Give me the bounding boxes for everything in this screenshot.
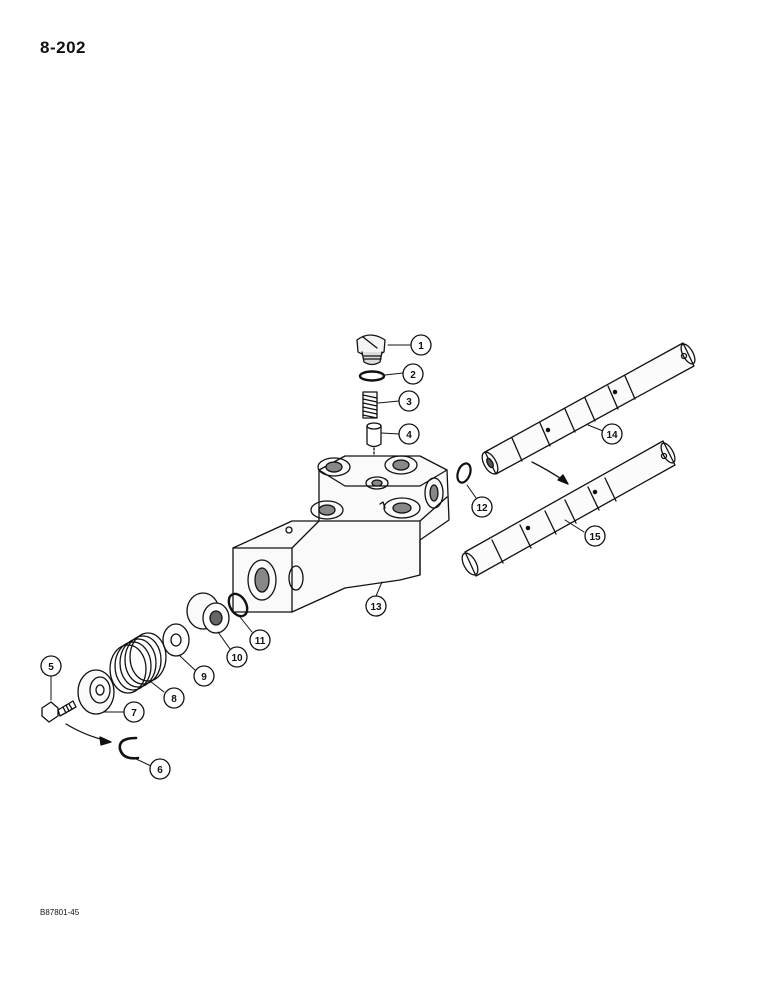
callout-label: 12 (476, 503, 488, 514)
spacer-collar-part (186, 592, 230, 634)
callout-8: 8 (163, 687, 185, 709)
callout-label: 9 (201, 672, 207, 683)
callout-label: 8 (171, 694, 177, 705)
callout-label: 15 (589, 532, 601, 543)
o-ring-part (358, 370, 386, 382)
figure-code: B87801-45 (40, 908, 80, 917)
washer-part (162, 623, 190, 657)
callout-7: 7 (123, 701, 145, 723)
return-spring-part (109, 632, 167, 694)
spring-seat-part (77, 669, 115, 715)
callout-label: 4 (406, 430, 412, 441)
callout-15: 15 (584, 525, 606, 547)
callout-13: 13 (365, 595, 387, 617)
retaining-ring-part (118, 736, 140, 760)
o-ring-right-part (456, 462, 472, 484)
callout-6: 6 (149, 758, 171, 780)
spool-lower-part (461, 440, 676, 577)
callout-label: 3 (406, 397, 412, 408)
callout-label: 13 (370, 602, 382, 613)
callout-1: 1 (410, 334, 432, 356)
callout-9: 9 (193, 665, 215, 687)
leader-lines (50, 344, 604, 767)
callout-label: 1 (418, 341, 424, 352)
callout-label: 2 (410, 370, 416, 381)
callout-5: 5 (40, 655, 62, 677)
callout-4: 4 (398, 423, 420, 445)
plug-part (356, 334, 386, 366)
small-spring-part (362, 391, 378, 419)
callout-3: 3 (398, 390, 420, 412)
callout-label: 5 (48, 662, 54, 673)
callout-label: 7 (131, 708, 137, 719)
callout-label: 10 (231, 653, 243, 664)
callout-11: 11 (249, 629, 271, 651)
callouts: 1 2 3 4 5 6 7 8 9 10 11 12 13 14 15 (40, 334, 623, 780)
cap-screw-part (41, 700, 77, 723)
valve-body-part (232, 455, 450, 613)
callout-14: 14 (601, 423, 623, 445)
callout-2: 2 (402, 363, 424, 385)
callout-label: 6 (157, 765, 163, 776)
page-number: 8-202 (40, 38, 86, 57)
o-ring-body-part (227, 592, 249, 618)
callout-10: 10 (226, 646, 248, 668)
spool-upper-part (481, 342, 696, 475)
callout-label: 11 (255, 636, 266, 647)
callout-label: 14 (606, 430, 618, 441)
callout-12: 12 (471, 496, 493, 518)
